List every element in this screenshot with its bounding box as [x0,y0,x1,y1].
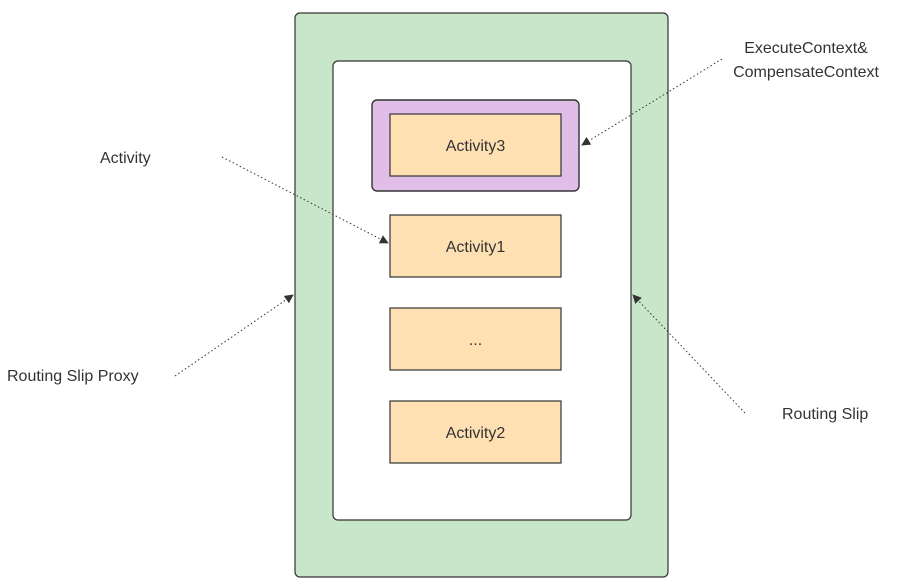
annotation-context-line2: CompensateContext [733,64,879,81]
activity-ellipsis-label: ... [469,332,482,349]
activity2-label: Activity2 [446,425,506,442]
activity3-label: Activity3 [446,138,506,155]
pointer-context [581,58,723,146]
activity1-box [389,214,562,278]
activity2-box [389,400,562,464]
pointer-routing-slip [632,294,746,414]
annotation-routing-slip-proxy: Routing Slip Proxy [7,368,139,385]
activity1-label: Activity1 [446,239,506,256]
annotation-activity: Activity [100,150,151,167]
pointer-routing-slip-proxy [174,294,294,377]
activity3-box [389,113,562,177]
activity-ellipsis-box [389,307,562,371]
annotation-routing-slip: Routing Slip [782,406,868,423]
pointer-activity [221,156,389,244]
annotation-context-line1: ExecuteContext& [744,40,868,57]
